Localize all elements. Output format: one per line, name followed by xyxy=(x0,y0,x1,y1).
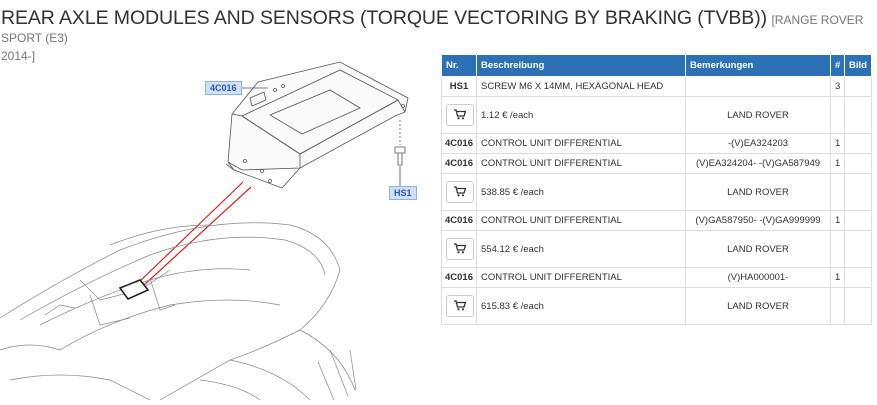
part-brand: LAND ROVER xyxy=(685,287,831,325)
part-quantity: 1 xyxy=(830,267,845,288)
parts-diagram: 4C016 HS1 xyxy=(0,50,435,401)
part-image-cell xyxy=(844,153,872,174)
exploded-view-drawing xyxy=(0,61,409,401)
part-description: CONTROL UNIT DIFFERENTIAL xyxy=(476,133,686,154)
empty-cell xyxy=(844,96,872,134)
part-remarks: (V)HA000001- xyxy=(685,267,831,288)
empty-cell xyxy=(830,287,845,325)
cart-cell xyxy=(441,96,477,134)
shopping-cart-icon xyxy=(454,186,467,197)
column-header-remarks: Bemerkungen xyxy=(685,54,831,77)
price-cell: 554.12 € /each xyxy=(476,230,686,268)
table-row: 4C016 CONTROL UNIT DIFFERENTIAL (V)EA324… xyxy=(441,153,872,174)
part-number[interactable]: 4C016 xyxy=(441,267,477,288)
part-number[interactable]: 4C016 xyxy=(441,210,477,231)
table-row: 4C016 CONTROL UNIT DIFFERENTIAL -(V)EA32… xyxy=(441,133,872,154)
part-quantity: 1 xyxy=(830,153,845,174)
price-row: 1.12 € /each LAND ROVER xyxy=(441,96,872,134)
table-header-row: Nr. Beschreibung Bemerkungen # Bild xyxy=(441,54,872,77)
part-remarks: -(V)EA324203 xyxy=(685,133,831,154)
part-image-cell xyxy=(844,210,872,231)
cart-cell xyxy=(441,230,477,268)
part-quantity: 1 xyxy=(830,210,845,231)
title-block: REAR AXLE MODULES AND SENSORS (TORQUE VE… xyxy=(1,7,871,65)
empty-cell xyxy=(844,230,872,268)
price-row: 615.83 € /each LAND ROVER xyxy=(441,287,872,325)
price-row: 554.12 € /each LAND ROVER xyxy=(441,230,872,268)
price-row: 538.85 € /each LAND ROVER xyxy=(441,173,872,211)
part-remarks: (V)EA324204- -(V)GA587949 xyxy=(685,153,831,174)
part-number[interactable]: HS1 xyxy=(441,76,477,97)
part-number[interactable]: 4C016 xyxy=(441,153,477,174)
parts-table: Nr. Beschreibung Bemerkungen # Bild HS1 … xyxy=(441,54,872,325)
part-description: CONTROL UNIT DIFFERENTIAL xyxy=(476,210,686,231)
callout-4c016[interactable]: 4C016 xyxy=(205,81,242,95)
add-to-cart-button[interactable] xyxy=(446,181,474,203)
part-image-cell xyxy=(844,133,872,154)
price-cell: 615.83 € /each xyxy=(476,287,686,325)
column-header-quantity: # xyxy=(830,54,845,77)
part-description: SCREW M6 X 14MM, HEXAGONAL HEAD xyxy=(476,76,686,97)
part-remarks: (V)GA587950- -(V)GA999999 xyxy=(685,210,831,231)
shopping-cart-icon xyxy=(454,300,467,311)
table-row: 4C016 CONTROL UNIT DIFFERENTIAL (V)HA000… xyxy=(441,267,872,288)
price-cell: 538.85 € /each xyxy=(476,173,686,211)
empty-cell xyxy=(830,173,845,211)
table-row: 4C016 CONTROL UNIT DIFFERENTIAL (V)GA587… xyxy=(441,210,872,231)
part-description: CONTROL UNIT DIFFERENTIAL xyxy=(476,153,686,174)
part-brand: LAND ROVER xyxy=(685,96,831,134)
cart-cell xyxy=(441,173,477,211)
column-header-image: Bild xyxy=(844,54,872,77)
part-price: 1.12 € /each xyxy=(481,109,534,121)
price-cell: 1.12 € /each xyxy=(476,96,686,134)
shopping-cart-icon xyxy=(454,109,467,120)
part-quantity: 1 xyxy=(830,133,845,154)
shopping-cart-icon xyxy=(454,243,467,254)
part-description: CONTROL UNIT DIFFERENTIAL xyxy=(476,267,686,288)
column-header-description: Beschreibung xyxy=(476,54,686,77)
part-brand: LAND ROVER xyxy=(685,173,831,211)
cart-cell xyxy=(441,287,477,325)
add-to-cart-button[interactable] xyxy=(446,295,474,317)
part-image-cell xyxy=(844,267,872,288)
part-number[interactable]: 4C016 xyxy=(441,133,477,154)
add-to-cart-button[interactable] xyxy=(446,238,474,260)
part-price: 538.85 € /each xyxy=(481,186,544,198)
part-image-cell xyxy=(844,76,872,97)
model-years: 2014-] xyxy=(1,49,36,64)
part-quantity: 3 xyxy=(830,76,845,97)
part-remarks xyxy=(685,76,831,97)
column-header-nr: Nr. xyxy=(441,54,477,77)
page-title: REAR AXLE MODULES AND SENSORS (TORQUE VE… xyxy=(1,7,767,29)
callout-hs1[interactable]: HS1 xyxy=(389,186,417,200)
empty-cell xyxy=(830,96,845,134)
add-to-cart-button[interactable] xyxy=(446,104,474,126)
empty-cell xyxy=(844,287,872,325)
empty-cell xyxy=(830,230,845,268)
part-brand: LAND ROVER xyxy=(685,230,831,268)
vehicle-model: [RANGE ROVER SPORT (E3) xyxy=(1,13,864,46)
table-row: HS1 SCREW M6 X 14MM, HEXAGONAL HEAD 3 xyxy=(441,76,872,97)
part-price: 615.83 € /each xyxy=(481,300,544,312)
part-price: 554.12 € /each xyxy=(481,243,544,255)
empty-cell xyxy=(844,173,872,211)
